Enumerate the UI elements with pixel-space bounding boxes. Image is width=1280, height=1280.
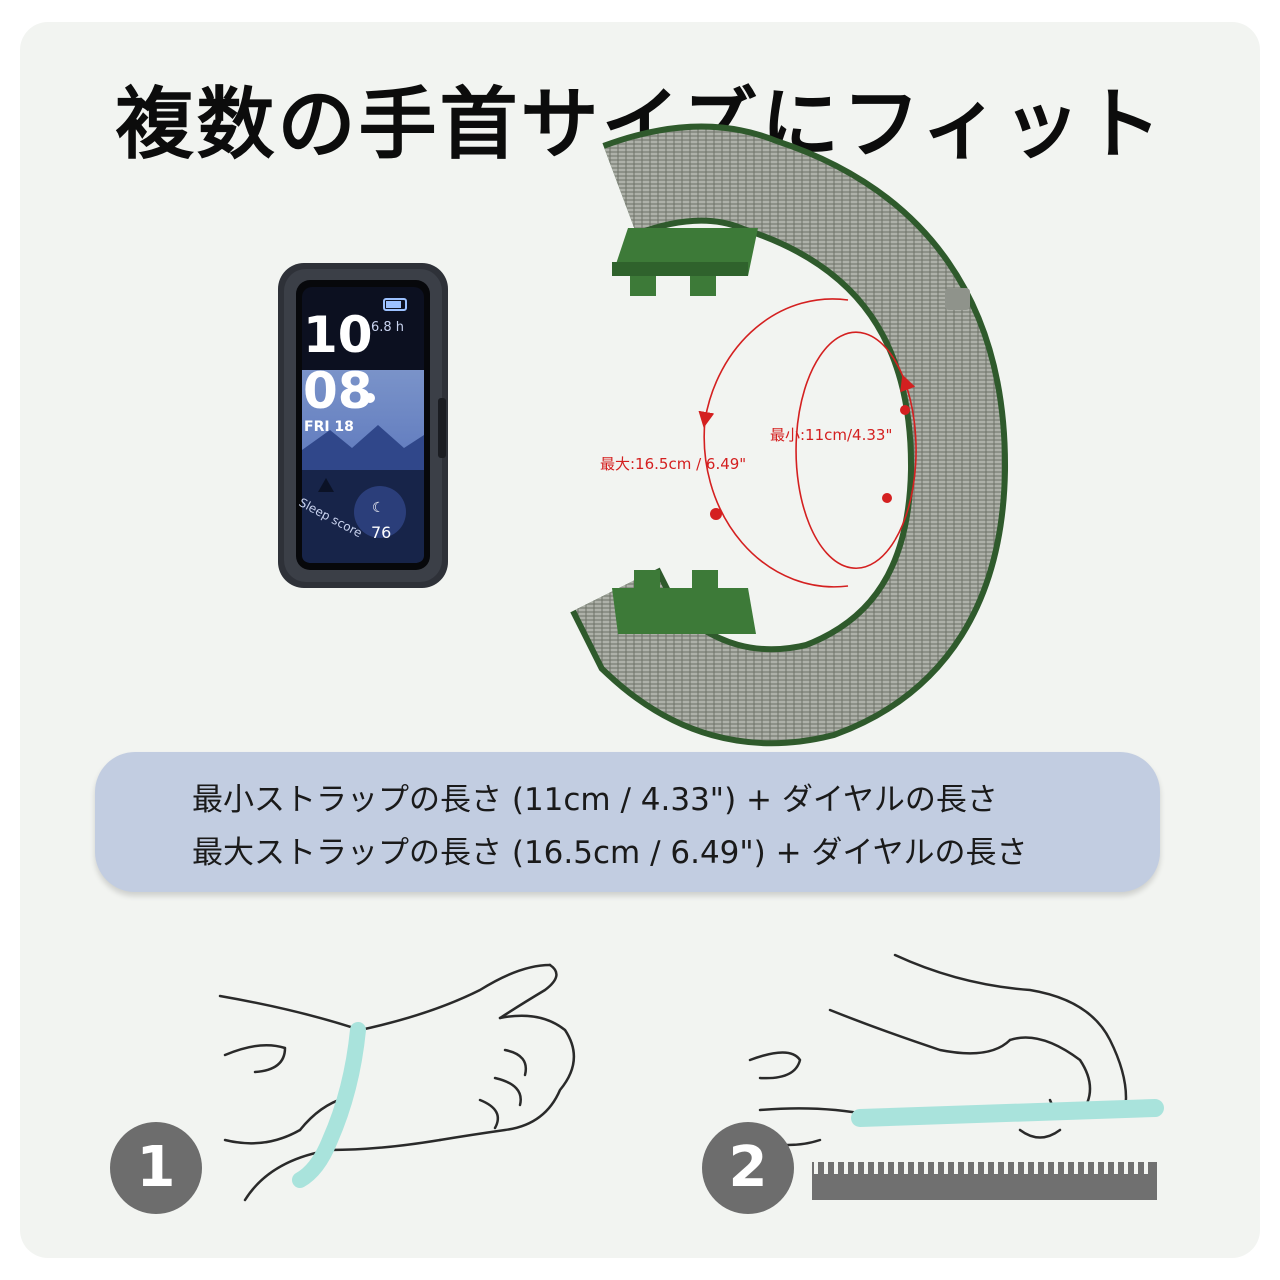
size-dimensions: 最大:16.5cm / 6.49" 最小:11cm/4.33" xyxy=(600,298,917,588)
watch-hour: 10 xyxy=(303,306,373,364)
min-length-text: 最小ストラップの長さ (11cm / 4.33") + ダイヤルの長さ xyxy=(192,782,998,818)
moon-icon: ☾ xyxy=(372,500,385,516)
wrist-wrap-illustration xyxy=(218,963,576,1202)
watch-sleep-value: 76 xyxy=(371,523,391,542)
ruler xyxy=(812,1162,1157,1200)
max-size-label: 最大:16.5cm / 6.49" xyxy=(600,455,746,473)
max-length-text: 最大ストラップの長さ (16.5cm / 6.49") + ダイヤルの長さ xyxy=(192,835,1028,871)
strap-length-info: 最小ストラップの長さ (11cm / 4.33") + ダイヤルの長さ 最大スト… xyxy=(95,752,1160,892)
nylon-strap xyxy=(570,123,1009,747)
band-strip-step2 xyxy=(851,1099,1164,1127)
watch-date: FRI 18 xyxy=(304,419,354,435)
band-strip-step1 xyxy=(292,1022,366,1188)
watch-battery: 6.8 h xyxy=(371,320,404,335)
min-size-label: 最小:11cm/4.33" xyxy=(770,426,892,444)
watch-minute: 08 xyxy=(303,362,373,420)
smart-watch: 10 08 6.8 h FRI 18 Sleep score 76 ☾ xyxy=(278,263,448,588)
step-1-badge: 1 xyxy=(110,1122,202,1214)
step-2-badge: 2 xyxy=(702,1122,794,1214)
